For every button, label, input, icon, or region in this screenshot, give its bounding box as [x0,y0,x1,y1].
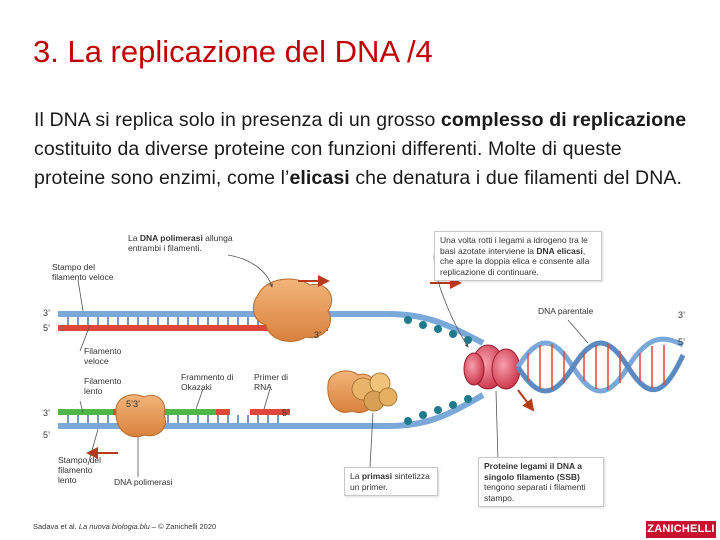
body-text-3: che denatura i due filamenti del DNA. [349,167,683,189]
parental-double-helix [515,336,686,394]
callout-primasi-a: La [350,471,362,481]
label-dna-polimerasi: DNA polimerasi [114,477,173,487]
strand-end-top-left-3: 3’ [43,308,51,318]
body-bold-elicasi: elicasi [289,167,350,189]
strand-end-bottom-left-5: 5’ [43,430,51,440]
strand-end-top-left-5: 5’ [43,323,51,333]
footer-authors: Sadava et al. [33,522,79,531]
okazaki-fragments [58,409,290,415]
dna-polymerase-bottom [115,394,166,438]
label-dna-pol-a: La [128,233,140,243]
helicase [463,344,521,390]
label-dna-pol-c: allunga entrambi i filamenti. [128,233,233,253]
callout-ssb-b: tengono separati i filamenti stampo. [484,482,586,503]
label-dna-pol-b: DNA polimerasi [139,233,203,243]
label-stampo-lento: Stampo del filamento lento [58,455,101,485]
body-text-1: Il DNA si replica solo in presenza di un… [34,109,441,131]
strand-end-bottom-mid-5: 5’ [282,408,290,418]
label-filamento-veloce: Filamento veloce [84,346,122,366]
callout-elicasi-a: Una volta rotti i legami a idrogeno tra … [440,235,588,256]
ssb-proteins [404,316,472,425]
strand-end-okazaki-53: 5’3’ [126,399,141,409]
replication-diagram: 3’ 5’ 3’ 3’ 5’ 5’ 5’3’ 3’ 5’ La DNA poli… [28,225,704,518]
callout-primasi: La primasi sintetizza un primer. [344,467,438,496]
footer-bar [0,520,720,540]
footer-credit: Sadava et al. La nuova biologia.blu – © … [33,522,216,531]
callout-elicasi-c: , che apre la doppia elica e consente al… [440,245,590,277]
label-filamento-lento: Filamento lento [84,376,122,396]
primase [351,372,398,412]
strand-end-bottom-left-3: 3’ [43,408,51,418]
zanichelli-logo: ZANICHELLI [646,521,716,538]
slide-title: 3. La replicazione del DNA /4 [33,34,433,69]
footer-book-title: La nuova biologia.blu [78,522,150,531]
callout-primasi-c: sintetizza un primer. [350,471,430,492]
label-dna-parentale: DNA parentale [538,306,594,316]
body-bold-complesso: complesso di replicazione [440,109,687,131]
callout-elicasi-b: DNA elicasi [536,245,583,256]
body-text-2: costituito da diverse proteine con funzi… [34,138,622,189]
callout-ssb: Proteine legami il DNA a singolo filamen… [478,457,604,507]
strand-end-top-mid-3: 3’ [314,330,322,340]
direction-arrows [86,275,535,459]
label-dna-polymerase-callout: La DNA polimerasi allunga entrambi i fil… [128,233,238,253]
parental-base-pairs [527,344,665,390]
strand-end-right-5: 5’ [678,337,686,347]
callout-elicasi: Una volta rotti i legami a idrogeno tra … [434,231,602,281]
footer-publisher: – © Zanichelli 2020 [149,522,217,531]
label-primer-rna: Primer di RNA [254,372,289,392]
replication-diagram-art [58,246,686,477]
slide-body-text: Il DNA si replica solo in presenza di un… [34,106,694,193]
callout-primasi-b: primasi [361,471,393,481]
label-stampo-veloce: Stampo del filamento veloce [52,262,114,282]
callout-ssb-a: Proteine legami il DNA a singolo filamen… [484,461,582,482]
strand-end-right-3: 3’ [678,310,686,320]
label-frammento-okazaki: Frammento di Okazaki [181,372,234,392]
